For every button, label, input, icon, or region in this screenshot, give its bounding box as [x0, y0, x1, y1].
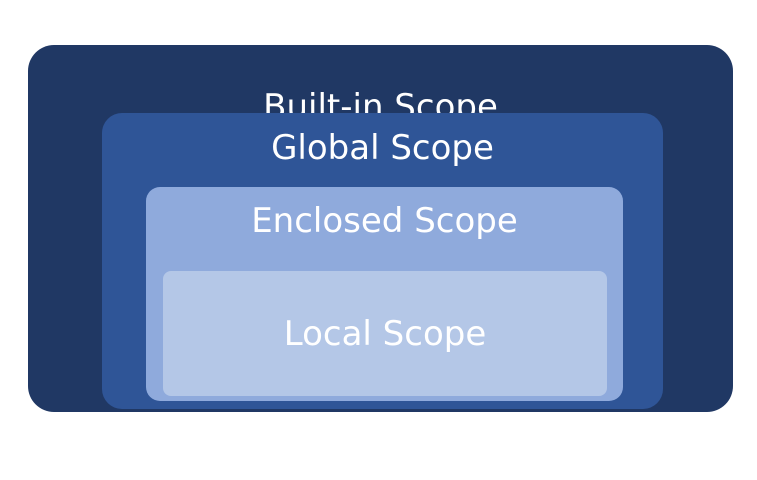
builtin-scope-box: Built-in Scope Global Scope Enclosed Sco…: [28, 45, 733, 412]
enclosed-scope-box: Enclosed Scope Local Scope: [146, 187, 623, 401]
global-scope-box: Global Scope Enclosed Scope Local Scope: [102, 113, 663, 409]
enclosed-scope-label: Enclosed Scope: [251, 201, 518, 241]
local-scope-box: Local Scope: [163, 271, 607, 396]
global-scope-label: Global Scope: [271, 128, 494, 168]
local-scope-label: Local Scope: [283, 314, 487, 354]
